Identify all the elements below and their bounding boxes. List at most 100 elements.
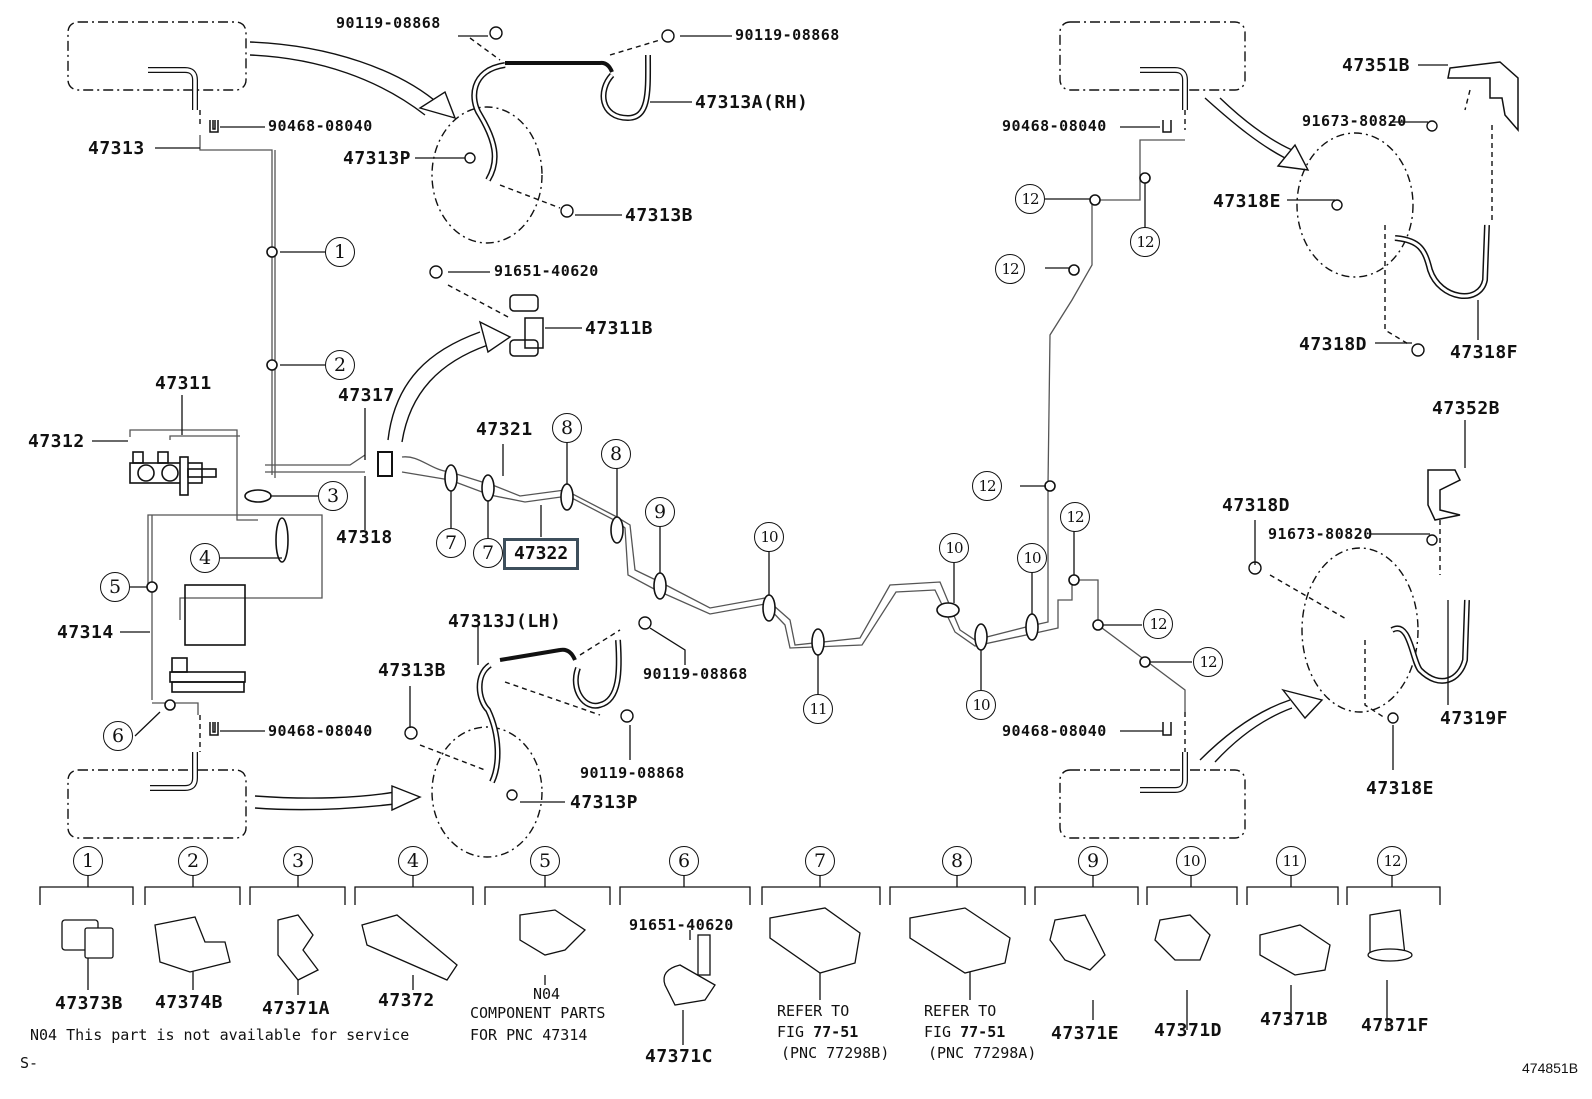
legend-fig-ref-7: FIG 77-51 <box>777 1023 858 1042</box>
callout-10[interactable]: 10 <box>939 533 969 563</box>
legend-callout-5[interactable]: 5 <box>530 846 560 876</box>
fig-number-link[interactable]: 77-51 <box>813 1023 859 1041</box>
part-label-47318D[interactable]: 47318D <box>1299 334 1368 355</box>
callout-3[interactable]: 3 <box>318 481 348 511</box>
arrow-to-bracket-47311B <box>387 320 512 443</box>
part-label-47311[interactable]: 47311 <box>155 373 212 394</box>
legend-callout-1[interactable]: 1 <box>73 846 103 876</box>
part-label-90119-08868[interactable]: 90119-08868 <box>735 26 840 44</box>
legend-refer-to-7: REFER TO <box>777 1002 850 1020</box>
fig-prefix: FIG <box>924 1023 961 1041</box>
part-label-47313P[interactable]: 47313P <box>343 148 412 169</box>
callout-2[interactable]: 2 <box>325 350 355 380</box>
callout-12[interactable]: 12 <box>1060 502 1090 532</box>
fig-number-link[interactable]: 77-51 <box>960 1023 1006 1041</box>
callout-10[interactable]: 10 <box>966 690 996 720</box>
part-label-47319F[interactable]: 47319F <box>1440 708 1509 729</box>
part-label-91673-80820[interactable]: 91673-80820 <box>1302 112 1407 130</box>
legend-part-47371D[interactable]: 47371D <box>1154 1020 1223 1041</box>
footnote-not-available: N04 This part is not available for servi… <box>30 1026 410 1044</box>
part-label-47313[interactable]: 47313 <box>88 138 145 159</box>
legend-part-47372[interactable]: 47372 <box>378 990 435 1011</box>
arrow-to-front-left-detail <box>249 41 457 120</box>
legend-part-47371F[interactable]: 47371F <box>1361 1015 1430 1036</box>
part-label-90468-08040[interactable]: 90468-08040 <box>1002 117 1107 135</box>
callout-8[interactable]: 8 <box>601 439 631 469</box>
part-label-90119-08868[interactable]: 90119-08868 <box>580 764 685 782</box>
part-label-47318E[interactable]: 47318E <box>1366 778 1435 799</box>
part-label-47311B[interactable]: 47311B <box>585 318 654 339</box>
callout-8[interactable]: 8 <box>552 413 582 443</box>
callout-5[interactable]: 5 <box>100 572 130 602</box>
figure-number: 474851B <box>1522 1060 1579 1076</box>
part-label-47317[interactable]: 47317 <box>338 385 395 406</box>
part-label-47314[interactable]: 47314 <box>57 622 114 643</box>
part-label-47318D[interactable]: 47318D <box>1222 495 1291 516</box>
legend-note-for-pnc: FOR PNC 47314 <box>470 1026 588 1044</box>
callout-9[interactable]: 9 <box>645 497 675 527</box>
part-label-47321[interactable]: 47321 <box>476 419 533 440</box>
legend-fig-ref-8: FIG 77-51 <box>924 1023 1005 1042</box>
fig-prefix: FIG <box>777 1023 814 1041</box>
part-label-47313B[interactable]: 47313B <box>378 660 447 681</box>
callout-12[interactable]: 12 <box>1130 227 1160 257</box>
part-label-47318F[interactable]: 47318F <box>1450 342 1519 363</box>
legend-refer-to-8: REFER TO <box>924 1002 997 1020</box>
part-label-47318[interactable]: 47318 <box>336 527 393 548</box>
legend-callout-6[interactable]: 6 <box>669 846 699 876</box>
callout-11[interactable]: 11 <box>803 694 833 724</box>
callout-6[interactable]: 6 <box>103 721 133 751</box>
legend-callout-12[interactable]: 12 <box>1377 846 1407 876</box>
callout-12[interactable]: 12 <box>972 471 1002 501</box>
part-label-47313J-LH[interactable]: 47313J(LH) <box>448 611 562 632</box>
part-label-91651-40620[interactable]: 91651-40620 <box>494 262 599 280</box>
callout-7[interactable]: 7 <box>473 538 503 568</box>
part-label-47313A-RH[interactable]: 47313A(RH) <box>695 92 809 113</box>
callout-10[interactable]: 10 <box>754 522 784 552</box>
detail-circle-rear-left <box>431 726 543 858</box>
part-label-90468-08040[interactable]: 90468-08040 <box>268 117 373 135</box>
part-label-90468-08040[interactable]: 90468-08040 <box>1002 722 1107 740</box>
legend-callout-2[interactable]: 2 <box>178 846 208 876</box>
part-label-47313P[interactable]: 47313P <box>570 792 639 813</box>
legend-part-47373B[interactable]: 47373B <box>55 993 124 1014</box>
part-label-90119-08868[interactable]: 90119-08868 <box>336 14 441 32</box>
callout-12[interactable]: 12 <box>1143 609 1173 639</box>
arrow-to-rear-right-detail <box>1199 688 1324 763</box>
legend-callout-11[interactable]: 11 <box>1276 846 1306 876</box>
legend-part-47371A[interactable]: 47371A <box>262 998 331 1019</box>
callout-1[interactable]: 1 <box>325 237 355 267</box>
detail-circle-rear-right <box>1301 547 1419 713</box>
legend-part-47371E[interactable]: 47371E <box>1051 1023 1120 1044</box>
callout-12[interactable]: 12 <box>1015 184 1045 214</box>
union-block-47317 <box>377 451 393 477</box>
legend-part-47374B[interactable]: 47374B <box>155 992 224 1013</box>
legend-callout-7[interactable]: 7 <box>805 846 835 876</box>
clip-icons-90468 <box>209 120 1172 736</box>
part-label-90468-08040[interactable]: 90468-08040 <box>268 722 373 740</box>
part-label-47313B[interactable]: 47313B <box>625 205 694 226</box>
part-label-47351B[interactable]: 47351B <box>1342 55 1411 76</box>
callout-4[interactable]: 4 <box>190 543 220 573</box>
legend-bolt-91651-40620[interactable]: 91651-40620 <box>629 916 734 934</box>
legend-callout-10[interactable]: 10 <box>1176 846 1206 876</box>
part-label-47322-highlighted[interactable]: 47322 <box>503 538 580 570</box>
callout-12[interactable]: 12 <box>1193 647 1223 677</box>
part-label-90119-08868[interactable]: 90119-08868 <box>643 665 748 683</box>
part-label-47352B[interactable]: 47352B <box>1432 398 1501 419</box>
legend-part-47371B[interactable]: 47371B <box>1260 1009 1329 1030</box>
part-label-47312[interactable]: 47312 <box>28 431 85 452</box>
legend-callout-3[interactable]: 3 <box>283 846 313 876</box>
callout-10[interactable]: 10 <box>1017 543 1047 573</box>
legend-callout-4[interactable]: 4 <box>398 846 428 876</box>
legend-note-component-parts: COMPONENT PARTS <box>470 1004 606 1022</box>
callout-7[interactable]: 7 <box>436 528 466 558</box>
legend-callout-8[interactable]: 8 <box>942 846 972 876</box>
legend-callout-9[interactable]: 9 <box>1078 846 1108 876</box>
bracket-47311B <box>509 294 544 357</box>
callout-12[interactable]: 12 <box>995 254 1025 284</box>
legend-part-47371C[interactable]: 47371C <box>645 1046 714 1067</box>
part-label-47318E[interactable]: 47318E <box>1213 191 1282 212</box>
part-label-91673-80820[interactable]: 91673-80820 <box>1268 525 1373 543</box>
